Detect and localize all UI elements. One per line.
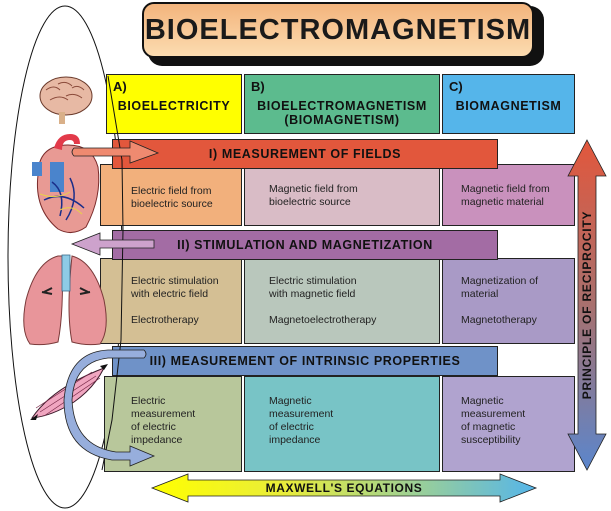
cell-magnetic-susceptibility: Magnetic measurement of magnetic suscept… — [442, 376, 575, 472]
cell-magnetization: Magnetization of material Magnetotherapy — [442, 258, 575, 344]
cell-text: Electric field from bioelectric source — [131, 185, 213, 210]
cell-text: Electric stimulation with magnetic field… — [269, 275, 377, 326]
row-label: III) MEASUREMENT OF INTRINSIC PROPERTIES — [149, 354, 461, 368]
cell-magnetic-impedance: Magnetic measurement of electric impedan… — [244, 376, 440, 472]
column-name: BIOMAGNETISM — [455, 99, 562, 113]
column-header-biomagnetism: C) BIOMAGNETISM — [442, 74, 575, 134]
row-band-measurement-of-fields: I) MEASUREMENT OF FIELDS — [112, 139, 498, 169]
heart-icon — [32, 134, 100, 233]
column-letter: A) — [113, 79, 127, 94]
cell-text: Magnetization of material Magnetotherapy — [461, 275, 539, 326]
page-title: BIOELECTROMAGNETISM — [144, 13, 532, 46]
column-letter: C) — [449, 79, 463, 94]
cell-magnetic-stimulation: Electric stimulation with magnetic field… — [244, 258, 440, 344]
arrow-measurement-icon — [71, 140, 160, 164]
cell-text: Magnetic measurement of electric impedan… — [269, 395, 334, 446]
cell-magnetic-field-material: Magnetic field from magnetic material — [442, 164, 575, 226]
row-band-stimulation-and-magnetization: II) STIMULATION AND MAGNETIZATION — [112, 230, 498, 260]
column-letter: B) — [251, 79, 265, 94]
cell-text: Magnetic field from magnetic material — [461, 183, 550, 208]
row-label: II) STIMULATION AND MAGNETIZATION — [177, 238, 433, 252]
cell-text: Magnetic measurement of magnetic suscept… — [461, 395, 526, 446]
maxwell-label: MAXWELL'S EQUATIONS — [265, 481, 423, 495]
reciprocity-arrow-icon — [567, 139, 607, 471]
row-label: I) MEASUREMENT OF FIELDS — [208, 147, 402, 161]
lungs-icon — [23, 254, 107, 346]
cell-text: Electric stimulation with electric field… — [131, 275, 219, 326]
column-header-bioelectricity: A) BIOELECTRICITY — [106, 74, 242, 134]
row-band-intrinsic-properties: III) MEASUREMENT OF INTRINSIC PROPERTIES — [112, 346, 498, 376]
column-name: BIOELECTROMAGNETISM (BIOMAGNETISM) — [257, 99, 427, 127]
cell-electric-field: Electric field from bioelectric source — [100, 164, 242, 226]
column-header-bioelectromagnetism: B) BIOELECTROMAGNETISM (BIOMAGNETISM) — [244, 74, 440, 134]
arrow-stimulation-icon — [70, 232, 155, 256]
reciprocity-label: PRINCIPLE OF RECIPROCITY — [580, 210, 594, 400]
arrow-intrinsic-curve-icon — [63, 349, 156, 467]
cell-text: Magnetic field from bioelectric source — [269, 183, 358, 208]
brain-icon — [39, 76, 93, 124]
title-banner: BIOELECTROMAGNETISM — [142, 2, 534, 58]
column-name: BIOELECTRICITY — [117, 99, 231, 113]
maxwell-label-wrap: MAXWELL'S EQUATIONS — [188, 480, 500, 496]
maxwell-arrow-icon — [150, 473, 538, 503]
cell-text: Electric measurement of electric impedan… — [131, 395, 196, 446]
